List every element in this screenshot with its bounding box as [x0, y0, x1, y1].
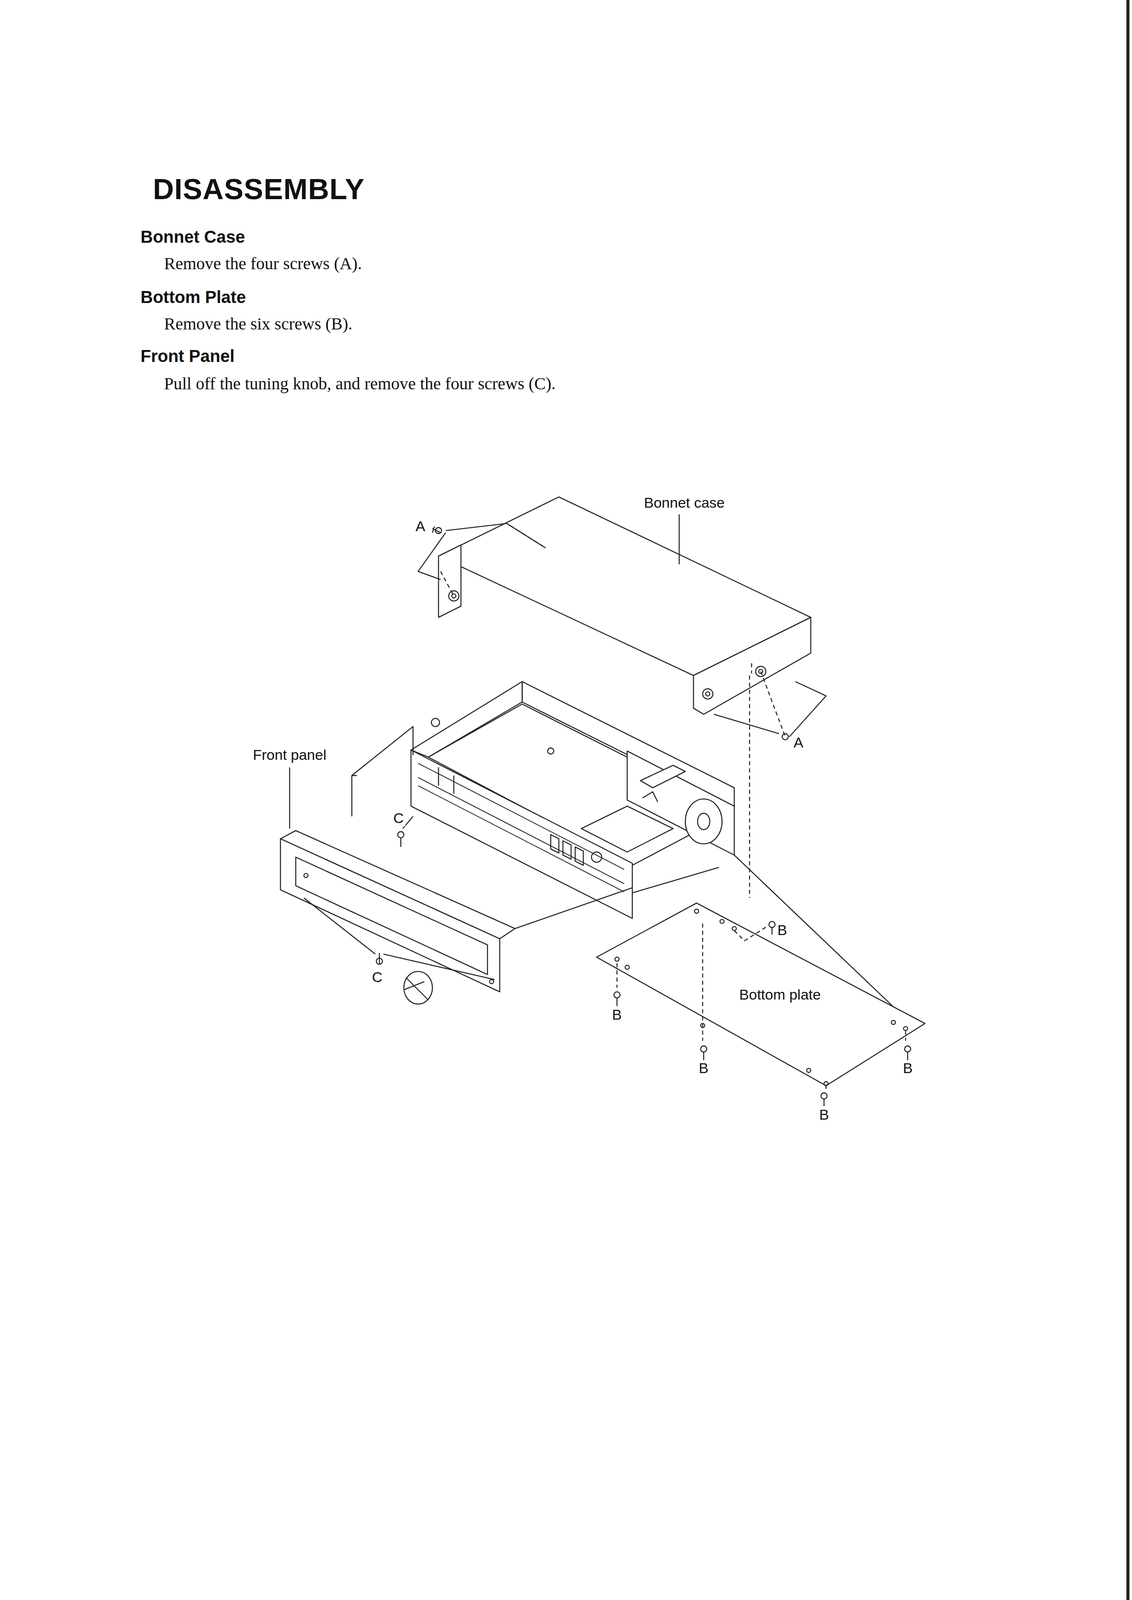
screw-letter: A [792, 734, 805, 751]
instruction-text: Remove the six screws (B). [164, 313, 353, 334]
screw-letter: A [414, 518, 427, 534]
screw-letter: B [776, 921, 789, 938]
screw-letter: B [818, 1106, 831, 1123]
instruction-text: Pull off the tuning knob, and remove the… [140, 371, 590, 396]
page-title: DISASSEMBLY [152, 172, 365, 206]
screw-letter: B [697, 1059, 710, 1076]
part-name: Bonnet case [642, 494, 726, 511]
part-name: Front panel [251, 746, 328, 763]
screw-letter: B [610, 1006, 624, 1023]
screw-letter: C [392, 809, 406, 826]
screw-letter: C [370, 968, 385, 985]
section-heading: Bonnet Case [140, 227, 246, 247]
part-name: Bottom plate [738, 986, 823, 1003]
screw-letter: B [901, 1059, 915, 1076]
section-heading: Bottom Plate [140, 287, 247, 307]
instruction-text: Remove the four screws (A). [164, 253, 362, 274]
section-heading: Front Panel [140, 346, 235, 366]
